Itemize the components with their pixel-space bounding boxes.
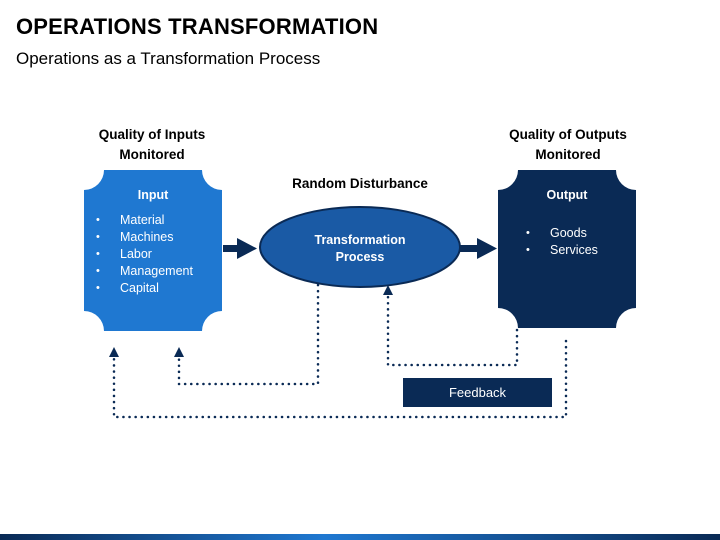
inputs-heading: Quality of Inputs Monitored bbox=[72, 125, 232, 165]
slide-subtitle: Operations as a Transformation Process bbox=[16, 49, 321, 68]
list-item: Goods bbox=[526, 225, 598, 242]
output-list: Goods Services bbox=[526, 225, 598, 259]
list-item: Services bbox=[526, 242, 598, 259]
slide-title: OPERATIONS TRANSFORMATION bbox=[16, 14, 379, 39]
list-item: Management bbox=[96, 263, 193, 280]
list-item: Labor bbox=[96, 246, 193, 263]
feedback-line-output-to-process bbox=[383, 285, 519, 367]
list-item: Capital bbox=[96, 280, 193, 297]
list-item: Material bbox=[96, 212, 193, 229]
output-box-title: Output bbox=[546, 188, 588, 202]
transformation-process-label: Transformation Process bbox=[276, 232, 444, 266]
outputs-heading-line2: Monitored bbox=[535, 147, 601, 162]
arrow-process-to-output bbox=[460, 238, 497, 259]
input-list: Material Machines Labor Management Capit… bbox=[96, 212, 193, 297]
feedback-line-process-to-input bbox=[174, 283, 320, 386]
input-box-title: Input bbox=[137, 188, 169, 202]
feedback-line-output-to-input bbox=[109, 339, 568, 419]
process-label-line1: Transformation bbox=[314, 233, 406, 247]
list-item: Machines bbox=[96, 229, 193, 246]
arrow-input-to-process bbox=[223, 238, 257, 259]
random-disturbance-label: Random Disturbance bbox=[292, 176, 428, 191]
inputs-heading-line2: Monitored bbox=[119, 147, 185, 162]
bottom-accent-bar bbox=[0, 534, 720, 540]
inputs-heading-line1: Quality of Inputs bbox=[98, 127, 206, 142]
feedback-box: Feedback bbox=[403, 378, 552, 407]
outputs-heading: Quality of Outputs Monitored bbox=[488, 125, 648, 165]
outputs-heading-line1: Quality of Outputs bbox=[509, 127, 627, 142]
process-label-line2: Process bbox=[335, 250, 385, 264]
